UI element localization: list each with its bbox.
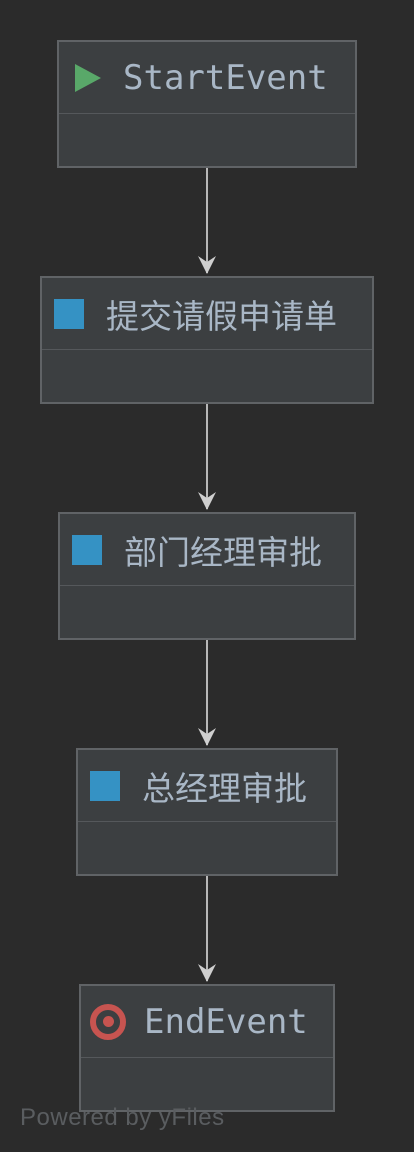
user-task-icon [72,534,102,565]
node-label: 部门经理审批 [124,532,322,572]
task-node-gm-approval[interactable]: 总经理审批 [76,748,338,876]
end-event-icon [90,1003,126,1040]
node-label: StartEvent [123,57,328,98]
arrow-head [198,964,216,982]
start-event-icon [75,63,101,92]
end-event-icon-dot [102,1016,114,1027]
yfiles-watermark: Powered by yFiles [20,1104,225,1131]
start-event-node[interactable]: StartEvent [57,40,357,168]
arrow-head [198,256,216,274]
user-task-icon [90,770,120,801]
node-header: 总经理审批 [78,750,336,822]
node-header: StartEvent [59,42,355,114]
node-header: 提交请假申请单 [42,278,372,350]
user-task-icon [54,298,84,329]
node-label: EndEvent [144,1001,308,1042]
task-node-dept-manager-approval[interactable]: 部门经理审批 [58,512,356,640]
arrow-head [198,728,216,746]
arrow-head [198,492,216,510]
node-label: 提交请假申请单 [106,296,337,336]
end-event-node[interactable]: EndEvent [79,984,335,1112]
task-node-submit-leave-request[interactable]: 提交请假申请单 [40,276,374,404]
node-header: 部门经理审批 [60,514,354,586]
node-header: EndEvent [81,986,333,1058]
node-label: 总经理审批 [142,768,307,808]
